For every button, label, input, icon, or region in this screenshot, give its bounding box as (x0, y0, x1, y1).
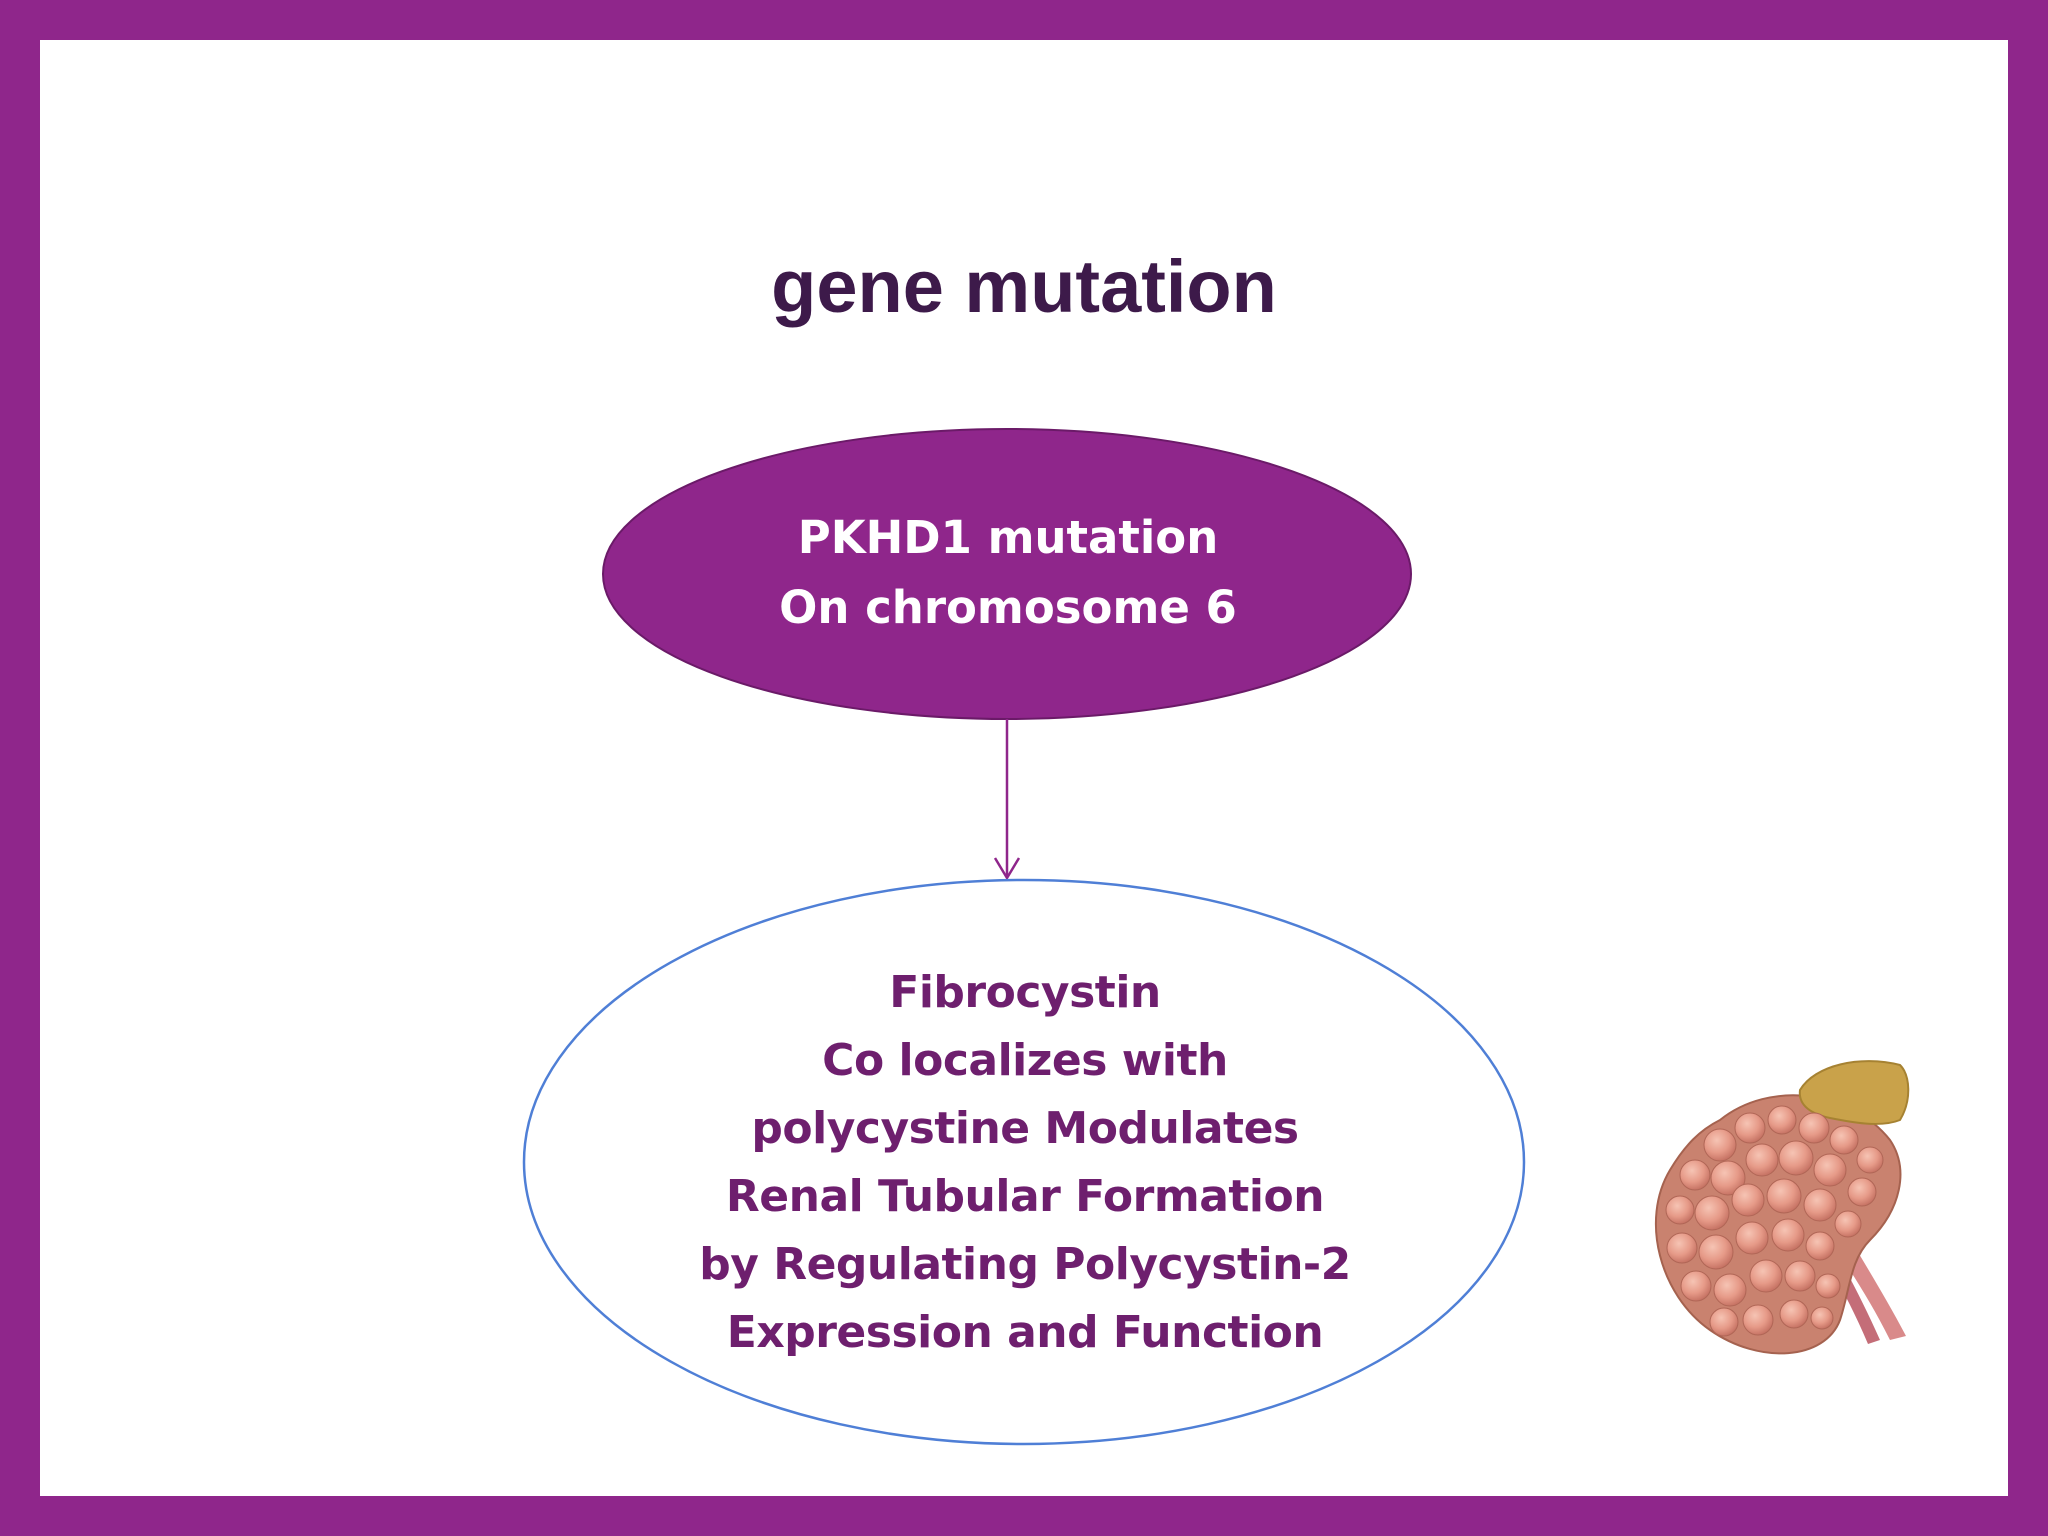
bottom-node-line: Fibrocystin (889, 967, 1161, 1018)
bottom-node-line: Co localizes with (822, 1035, 1228, 1086)
bottom-node-line: by Regulating Polycystin-2 (699, 1239, 1351, 1290)
slide-title: gene mutation (771, 245, 1277, 328)
connector-arrow-head (993, 857, 1021, 881)
polycystic-kidney-image (1654, 1060, 1910, 1355)
bottom-node-line: polycystine Modulates (751, 1103, 1299, 1154)
top-node-text: PKHD1 mutation On chromosome 6 (708, 503, 1308, 643)
top-node-line: On chromosome 6 (779, 581, 1237, 634)
bottom-node-line: Expression and Function (726, 1307, 1324, 1358)
kidney-cysts (1665, 1105, 1884, 1337)
bottom-node-line: Renal Tubular Formation (725, 1171, 1325, 1222)
top-node-line: PKHD1 mutation (797, 511, 1219, 564)
bottom-node-ellipse (522, 878, 1526, 1446)
bottom-node-text: Fibrocystin Co localizes with polycystin… (600, 959, 1450, 1367)
